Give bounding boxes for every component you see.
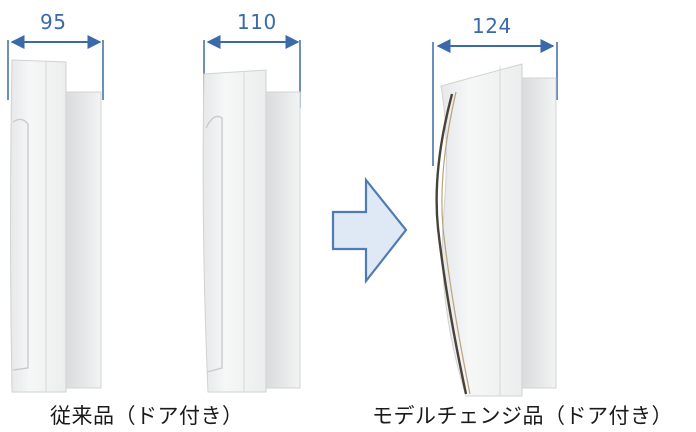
product-previous-1 [7,35,104,393]
dimension-label-95: 95 [40,10,67,34]
right-arrow-icon [331,176,408,285]
dimension-label-110: 110 [237,10,277,34]
product-new-model [432,39,558,397]
product-previous-2 [202,35,301,393]
caption-new-model: モデルチェンジ品（ドア付き） [372,404,673,428]
dimension-label-124: 124 [472,14,512,38]
caption-previous-product: 従来品（ドア付き） [50,404,244,428]
